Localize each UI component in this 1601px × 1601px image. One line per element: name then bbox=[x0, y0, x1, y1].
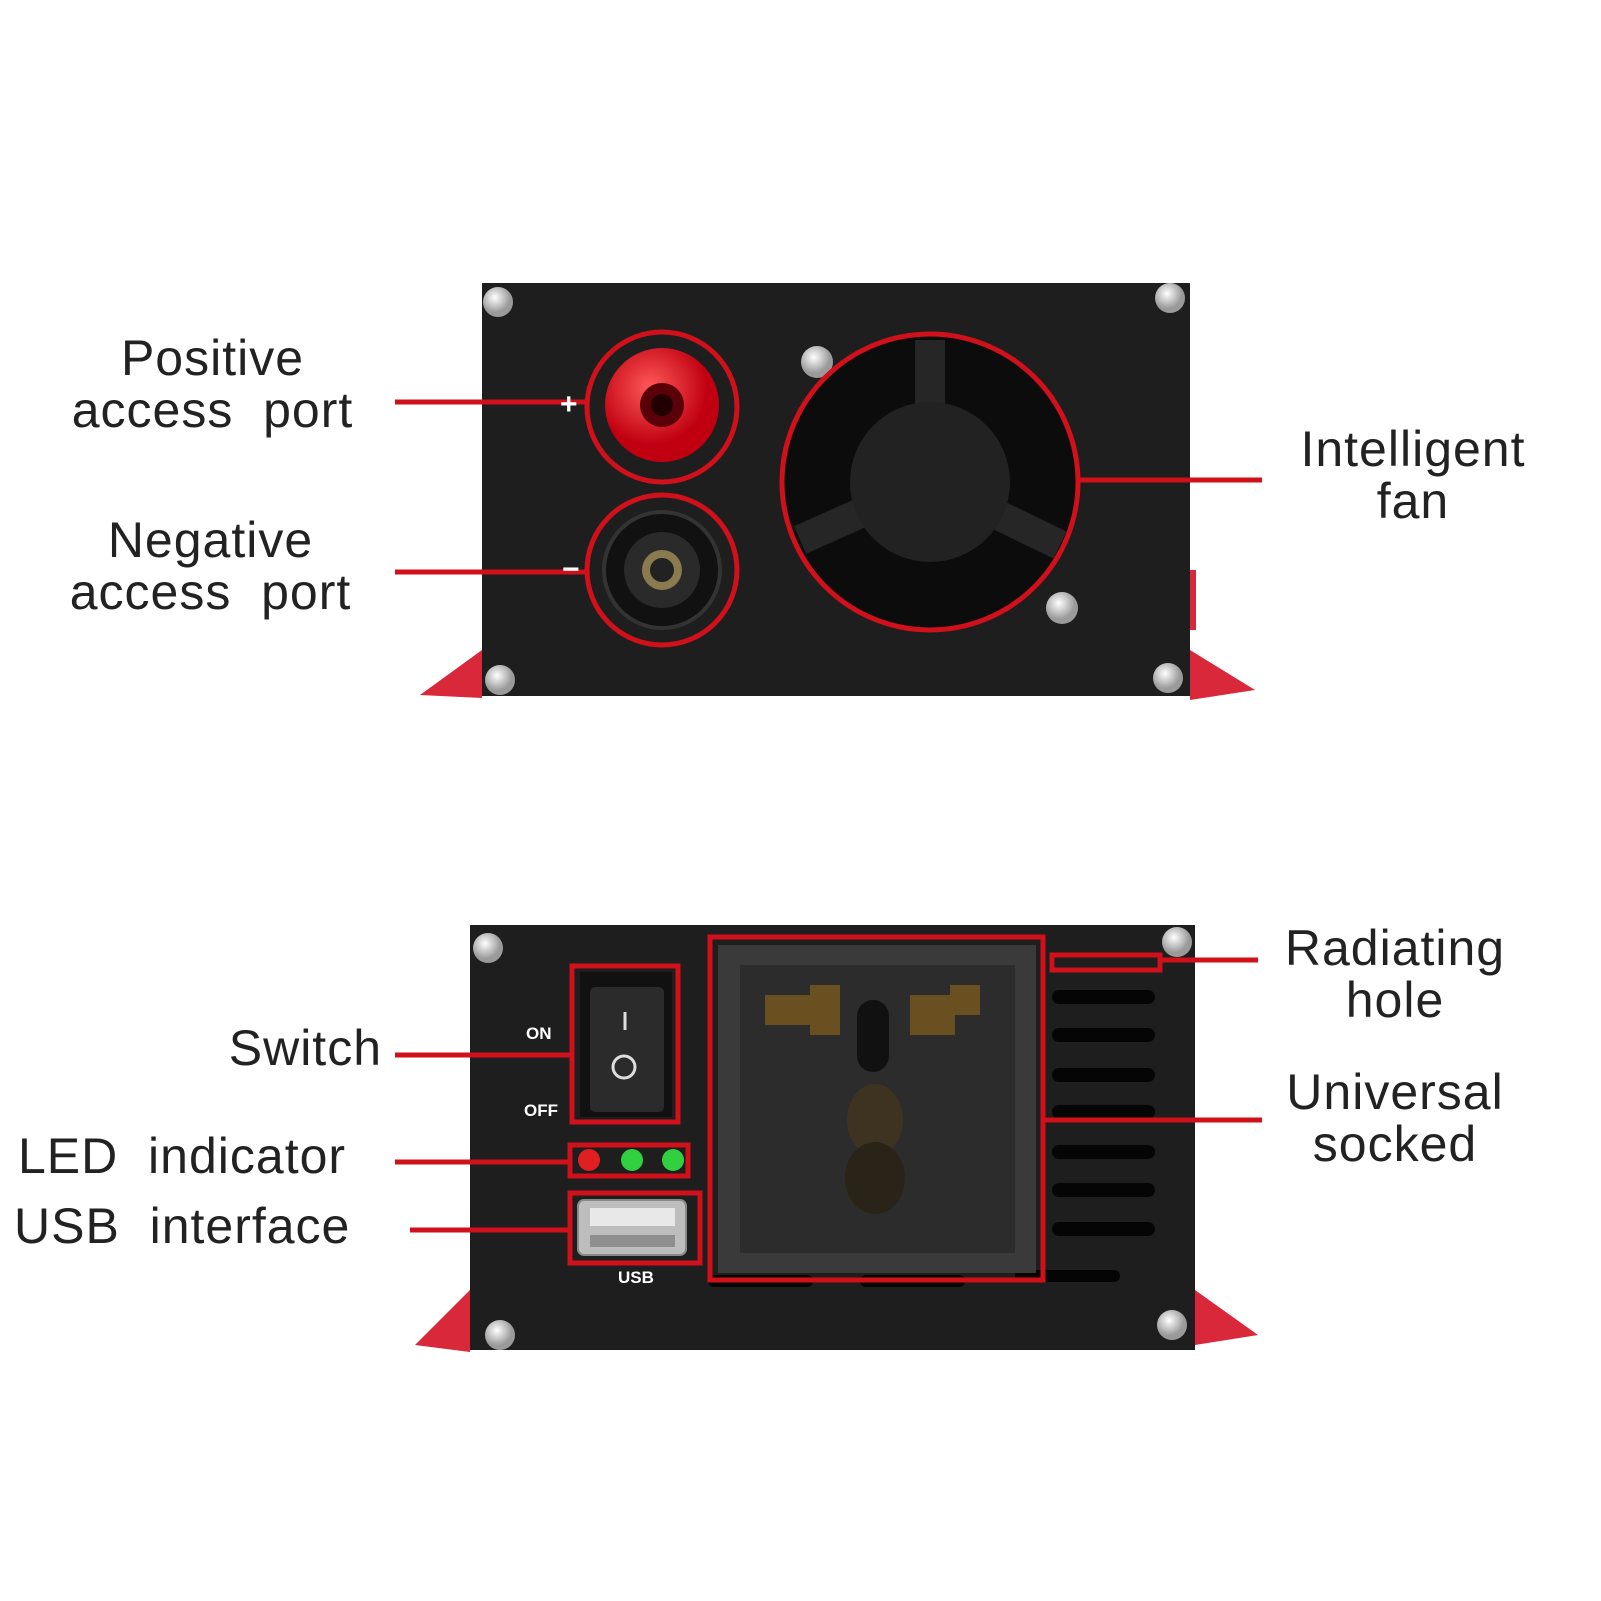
positive-callout-ring bbox=[584, 329, 740, 485]
radiating-holes bbox=[708, 990, 1155, 1287]
fan-icon bbox=[784, 336, 1076, 628]
left-foot bbox=[415, 1290, 470, 1352]
screw-icon bbox=[483, 283, 1185, 695]
label-line: Radiating bbox=[1284, 920, 1506, 976]
top-inverter-panel bbox=[395, 283, 1262, 700]
rocker-switch-icon bbox=[580, 972, 672, 1117]
label-line: fan bbox=[1376, 473, 1450, 529]
label-line: access port bbox=[69, 564, 352, 620]
bottom-inverter-panel bbox=[395, 925, 1262, 1352]
negative-terminal-icon bbox=[602, 510, 722, 630]
universal-socket-icon bbox=[718, 945, 1036, 1273]
screw-icon bbox=[473, 927, 1192, 1350]
right-foot bbox=[1190, 650, 1255, 700]
label-line: socked bbox=[1312, 1116, 1478, 1172]
label-line: Intelligent bbox=[1300, 421, 1526, 477]
label-line: Positive bbox=[120, 330, 305, 386]
led-indicator-label: LED indicator bbox=[18, 1128, 347, 1184]
off-label: OFF bbox=[524, 1101, 558, 1120]
label-line: hole bbox=[1345, 972, 1445, 1028]
minus-mark: − bbox=[562, 553, 580, 586]
label-line: access port bbox=[71, 382, 354, 438]
label-line: Universal bbox=[1286, 1064, 1504, 1120]
positive-terminal-icon bbox=[605, 348, 719, 462]
side-accent bbox=[1188, 570, 1196, 630]
callout-lines bbox=[395, 957, 1262, 1233]
right-foot bbox=[1195, 1290, 1258, 1345]
switch-label: Switch bbox=[228, 1020, 382, 1076]
on-label: ON bbox=[526, 1024, 552, 1043]
usb-text: USB bbox=[618, 1268, 654, 1287]
label-line: Negative bbox=[107, 512, 314, 568]
usb-port-icon bbox=[577, 1199, 687, 1256]
left-foot bbox=[420, 650, 482, 698]
led-indicator-icons bbox=[578, 1149, 684, 1171]
plus-mark: + bbox=[560, 388, 578, 421]
usb-interface-label: USB interface bbox=[14, 1198, 351, 1254]
